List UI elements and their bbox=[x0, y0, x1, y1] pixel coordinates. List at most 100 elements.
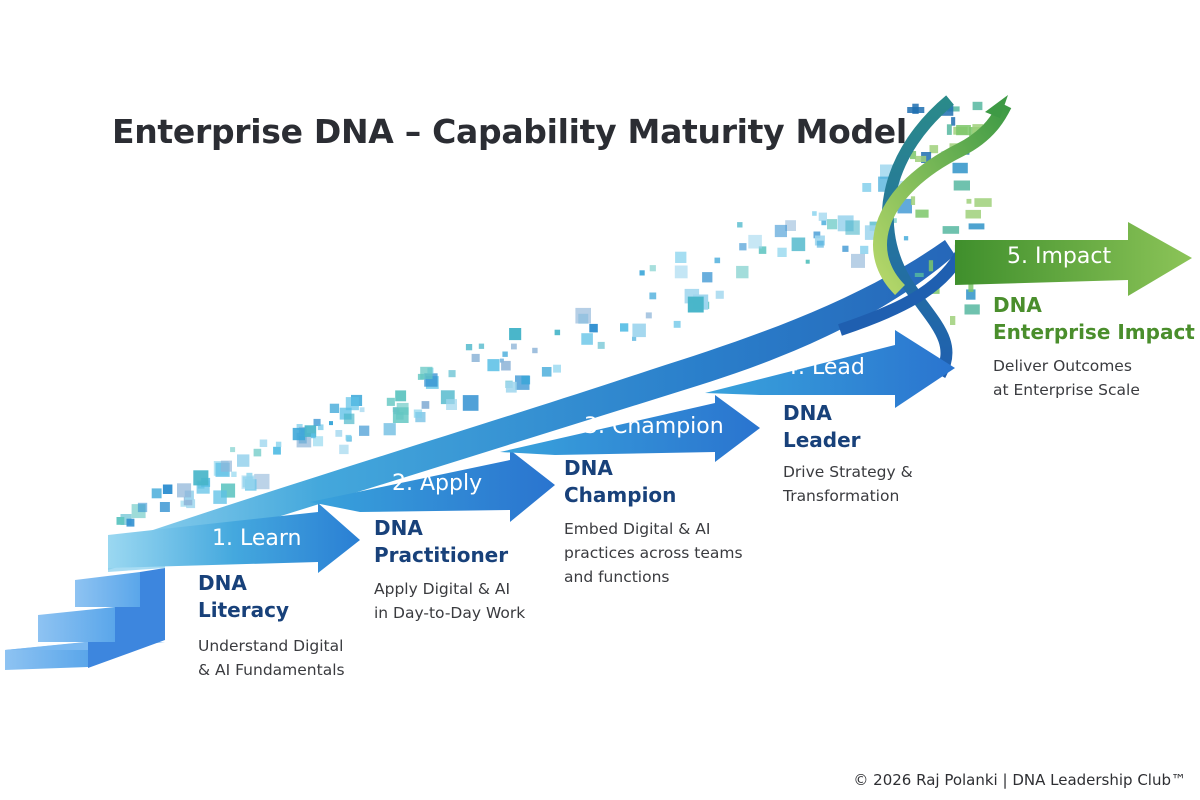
pixel-square bbox=[748, 234, 762, 249]
pixel-square bbox=[814, 235, 825, 246]
helix-pixel bbox=[947, 106, 960, 112]
pixel-square bbox=[313, 418, 321, 426]
pixel-square bbox=[259, 439, 268, 447]
arrow-shape-lead bbox=[705, 330, 955, 408]
pixel-square bbox=[649, 265, 656, 272]
stage-desc-champion: Embed Digital & AI practices across team… bbox=[564, 520, 743, 586]
pixel-square bbox=[532, 347, 538, 354]
pixel-square bbox=[791, 237, 806, 252]
pixel-square bbox=[842, 245, 849, 252]
pixel-square bbox=[396, 402, 409, 415]
arrow-label-learn: 1. Learn bbox=[212, 526, 302, 551]
arrow-label-apply: 2. Apply bbox=[392, 471, 483, 496]
pixel-square bbox=[903, 236, 909, 241]
pixel-square bbox=[335, 430, 343, 437]
pixel-square bbox=[812, 211, 817, 216]
pixel-square bbox=[151, 488, 162, 499]
pixel-square bbox=[774, 224, 787, 238]
helix-pixel bbox=[964, 304, 980, 315]
pixel-square bbox=[183, 496, 193, 506]
helix-pixel bbox=[952, 162, 968, 174]
pixel-square bbox=[317, 424, 324, 431]
pixel-square bbox=[575, 307, 591, 324]
pixel-square bbox=[827, 219, 838, 230]
helix-pixel bbox=[929, 145, 939, 154]
helix-pixel bbox=[966, 198, 972, 204]
pixel-square bbox=[502, 351, 508, 357]
pixel-square bbox=[253, 448, 262, 457]
pixel-square bbox=[813, 231, 821, 239]
helix-pixel bbox=[928, 260, 934, 272]
pixel-square bbox=[162, 484, 173, 494]
pixel-square bbox=[339, 444, 349, 455]
pixel-square bbox=[193, 470, 209, 486]
pixel-square bbox=[237, 454, 250, 467]
pixel-square bbox=[478, 343, 485, 349]
pixel-square bbox=[116, 517, 125, 525]
pixel-square bbox=[126, 518, 135, 527]
pixel-square bbox=[758, 246, 767, 254]
helix-pixel bbox=[950, 316, 956, 325]
pixel-square bbox=[714, 257, 721, 264]
helix-pixel bbox=[974, 198, 992, 207]
pixel-square bbox=[310, 433, 316, 439]
pixel-square bbox=[345, 434, 352, 441]
pixel-square bbox=[180, 500, 187, 507]
pixel-square bbox=[329, 421, 333, 426]
pixel-square bbox=[304, 425, 317, 437]
pixel-square bbox=[501, 360, 511, 371]
helix-pixel bbox=[910, 151, 917, 160]
pixel-square bbox=[487, 359, 500, 372]
pixel-square bbox=[737, 222, 743, 228]
pixel-square bbox=[359, 425, 370, 436]
pixel-square bbox=[159, 502, 170, 512]
pixel-square bbox=[137, 502, 148, 513]
helix-pixel bbox=[972, 124, 984, 136]
pixel-square bbox=[254, 473, 270, 490]
pixel-square bbox=[589, 323, 598, 333]
pixel-square bbox=[675, 251, 687, 263]
arrow-shape-champion bbox=[500, 395, 760, 462]
pixel-square bbox=[649, 292, 657, 300]
helix-pixel bbox=[972, 101, 983, 111]
stage-heading-enterprise-impact: DNA Enterprise Impact bbox=[993, 293, 1195, 344]
pixel-square bbox=[313, 436, 324, 447]
pixel-square bbox=[465, 344, 473, 351]
pixel-square bbox=[329, 403, 340, 413]
pixel-square bbox=[805, 259, 810, 264]
pixel-square bbox=[897, 180, 904, 187]
pixel-square bbox=[777, 247, 787, 257]
pixel-square bbox=[345, 397, 359, 411]
stage-desc-literacy: Understand Digital & AI Fundamentals bbox=[198, 637, 345, 679]
copyright-footer: © 2026 Raj Polanki | DNA Leadership Club… bbox=[853, 771, 1186, 789]
pixel-square bbox=[632, 336, 637, 341]
stage-desc-leader: Drive Strategy & Transformation bbox=[783, 463, 913, 505]
pixel-square bbox=[386, 397, 395, 406]
pixel-square bbox=[292, 427, 305, 441]
pixel-square bbox=[736, 265, 749, 279]
helix-pixel bbox=[965, 209, 981, 219]
pixel-square bbox=[273, 446, 281, 455]
pixel-square bbox=[413, 409, 423, 418]
helix-pixel bbox=[914, 272, 924, 277]
pixel-square bbox=[892, 218, 897, 223]
helix-pixel bbox=[951, 117, 956, 126]
pixel-square bbox=[275, 441, 282, 448]
pixel-square bbox=[674, 265, 688, 279]
helix-pixel bbox=[956, 125, 971, 136]
pixel-square bbox=[220, 460, 232, 472]
arrow-label-impact: 5. Impact bbox=[1007, 244, 1112, 269]
pixel-square bbox=[120, 514, 132, 525]
helix-pixel bbox=[968, 223, 985, 230]
pixel-square bbox=[639, 270, 645, 276]
pixel-square bbox=[673, 320, 681, 328]
helix-pixel bbox=[910, 196, 916, 205]
pixel-square bbox=[241, 475, 256, 490]
ribbon-band bbox=[108, 240, 955, 570]
pixel-square bbox=[620, 323, 629, 332]
stage-heading-leader: DNA Leader bbox=[783, 401, 861, 452]
pixel-square bbox=[383, 423, 396, 436]
pixel-square bbox=[446, 399, 457, 410]
pixel-square bbox=[860, 245, 869, 254]
